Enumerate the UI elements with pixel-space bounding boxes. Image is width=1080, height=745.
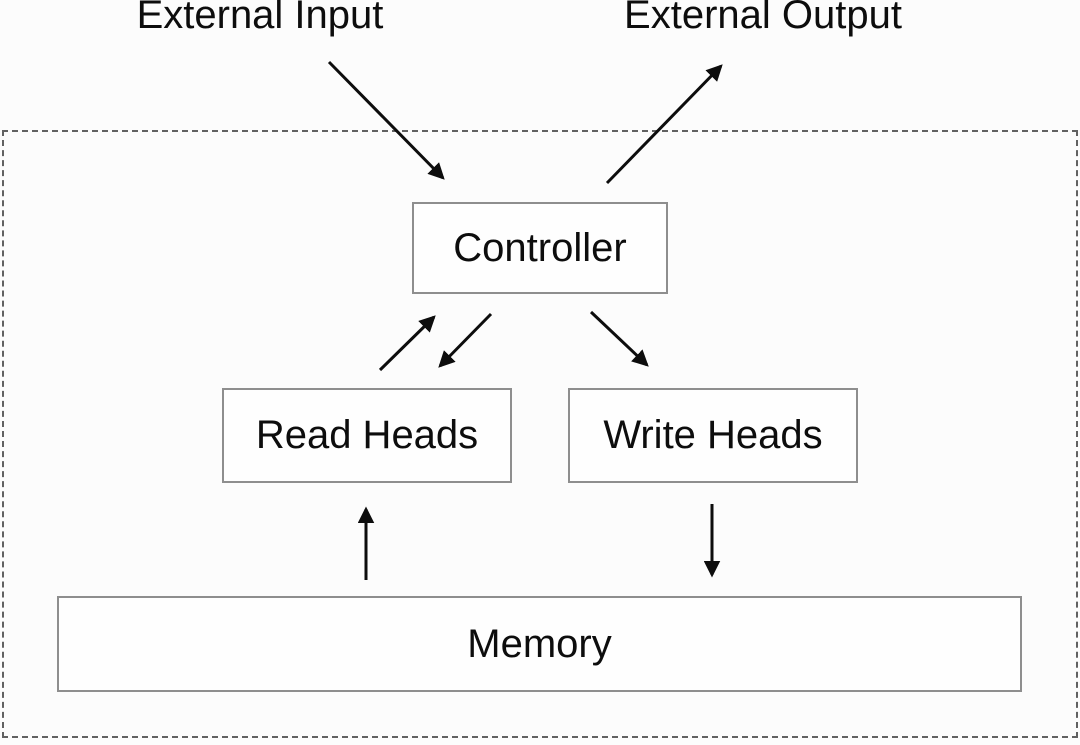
external-output-label: External Output [624, 0, 902, 37]
node-memory-label: Memory [467, 621, 612, 666]
node-read-heads: Read Heads [222, 388, 512, 483]
node-controller: Controller [412, 202, 668, 294]
node-write-heads-label: Write Heads [603, 413, 823, 457]
external-input-label: External Input [136, 0, 384, 37]
node-controller-label: Controller [453, 225, 627, 270]
node-memory: Memory [57, 596, 1022, 692]
node-write-heads: Write Heads [568, 388, 858, 483]
node-read-heads-label: Read Heads [255, 413, 479, 457]
ntm-boundary-dashed-box [2, 130, 1078, 738]
